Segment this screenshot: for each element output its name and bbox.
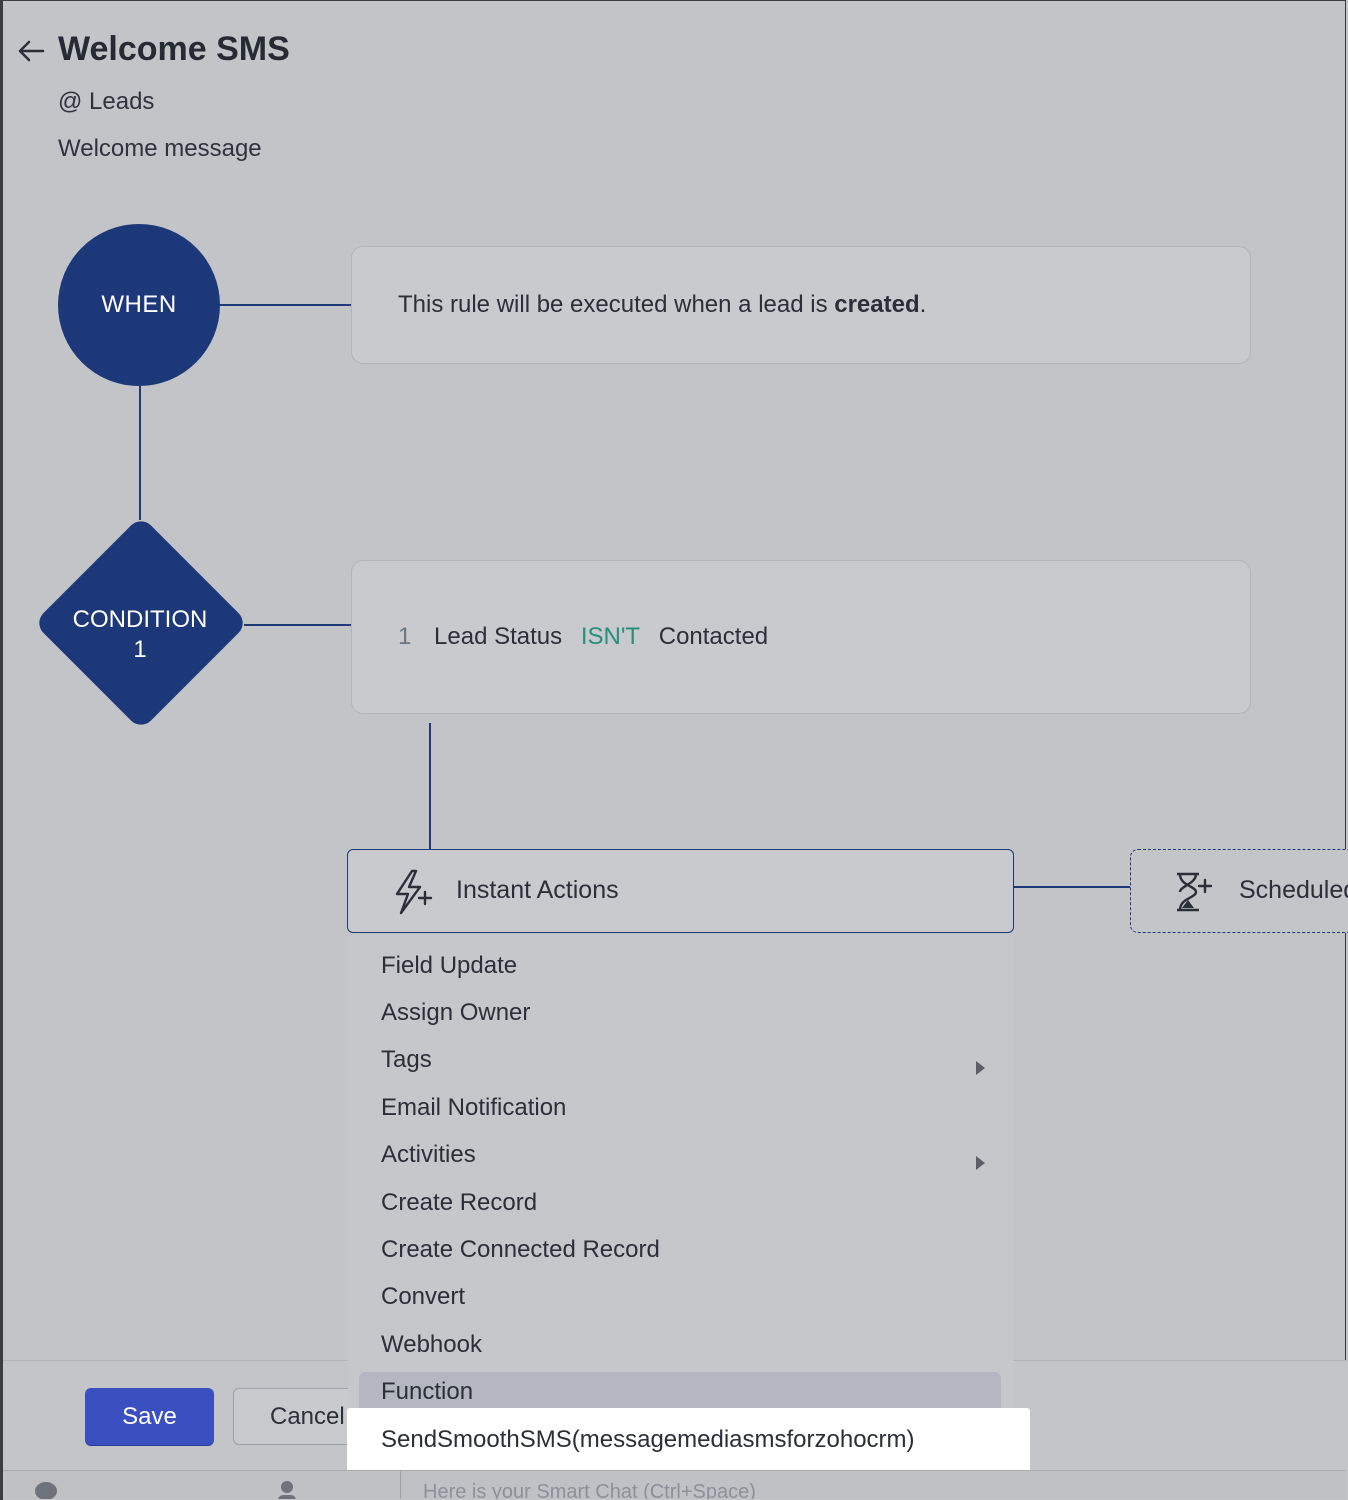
rule-description: Welcome message: [58, 135, 262, 162]
menu-item-field-update[interactable]: Field Update: [381, 952, 518, 979]
connector-when-down: [139, 384, 141, 520]
connector-condition-down: [429, 723, 431, 849]
bottom-bar-divider: [400, 1471, 401, 1499]
save-button-label: Save: [122, 1402, 177, 1430]
menu-item-create-record[interactable]: Create Record: [381, 1189, 538, 1216]
criteria-value: Contacted: [658, 623, 769, 650]
sendsmoothsms-label: SendSmoothSMS(messagemediasmsforzohocrm): [381, 1426, 915, 1453]
menu-item-create-connected-record[interactable]: Create Connected Record: [381, 1236, 660, 1263]
when-rule-text: This rule will be executed when a lead i…: [398, 291, 926, 319]
when-rule-suffix: .: [919, 291, 927, 318]
condition-criteria-box[interactable]: 1 Lead Status ISN'T Contacted: [351, 560, 1251, 714]
bottom-status-bar: Here is your Smart Chat (Ctrl+Space): [3, 1470, 1346, 1499]
menu-item-webhook[interactable]: Webhook: [381, 1331, 482, 1358]
menu-item-assign-owner[interactable]: Assign Owner: [381, 999, 531, 1026]
connector-condition-right: [244, 624, 352, 626]
condition-node-title: CONDITION: [72, 606, 208, 633]
condition-node-label: CONDITION 1: [40, 605, 240, 665]
chat-icon[interactable]: [33, 1479, 59, 1499]
connector-when-right: [218, 304, 352, 306]
instant-actions-button[interactable]: Instant Actions: [347, 849, 1014, 933]
instant-actions-menu: Field Update Assign Owner Tags Email Not…: [348, 935, 1013, 1420]
contact-icon[interactable]: [275, 1479, 299, 1499]
when-node-label: WHEN: [101, 291, 177, 318]
activities-submenu-arrow-icon: [976, 1156, 985, 1170]
window-edge: [0, 0, 3, 1500]
back-arrow-icon[interactable]: [16, 36, 46, 66]
tags-submenu-arrow-icon: [976, 1061, 985, 1075]
when-trigger-box[interactable]: This rule will be executed when a lead i…: [351, 246, 1251, 364]
menu-item-tags[interactable]: Tags: [381, 1046, 432, 1073]
menu-item-sendsmoothsms[interactable]: SendSmoothSMS(messagemediasmsforzohocrm): [347, 1408, 1030, 1478]
page-title: Welcome SMS: [58, 30, 290, 68]
menu-item-function[interactable]: Function: [381, 1378, 474, 1405]
hourglass-plus-icon: [1177, 872, 1213, 912]
when-node[interactable]: WHEN: [58, 224, 220, 386]
menu-item-email-notification[interactable]: Email Notification: [381, 1094, 567, 1121]
cancel-button-label: Cancel: [270, 1403, 345, 1430]
scheduled-actions-label: Scheduled Actions: [1239, 876, 1348, 904]
scheduled-actions-button[interactable]: Scheduled Actions: [1130, 849, 1348, 933]
lightning-plus-icon: [395, 869, 433, 915]
when-rule-prefix: This rule will be executed when a lead i…: [398, 291, 835, 318]
criteria-number: 1: [398, 623, 412, 650]
save-button[interactable]: Save: [85, 1388, 214, 1445]
criteria-row: 1 Lead Status ISN'T Contacted: [398, 623, 768, 651]
cancel-button[interactable]: Cancel: [233, 1388, 363, 1445]
smart-chat-input[interactable]: Here is your Smart Chat (Ctrl+Space): [423, 1481, 756, 1499]
menu-item-convert[interactable]: Convert: [381, 1283, 466, 1310]
condition-node-number: 1: [133, 636, 147, 663]
menu-item-activities[interactable]: Activities: [381, 1141, 476, 1168]
criteria-field: Lead Status: [434, 623, 563, 650]
when-rule-trigger: created: [834, 291, 920, 318]
module-label: @ Leads: [58, 88, 155, 115]
criteria-operator: ISN'T: [580, 623, 641, 650]
instant-actions-label: Instant Actions: [456, 876, 619, 904]
connector-actions-right: [1014, 886, 1130, 888]
